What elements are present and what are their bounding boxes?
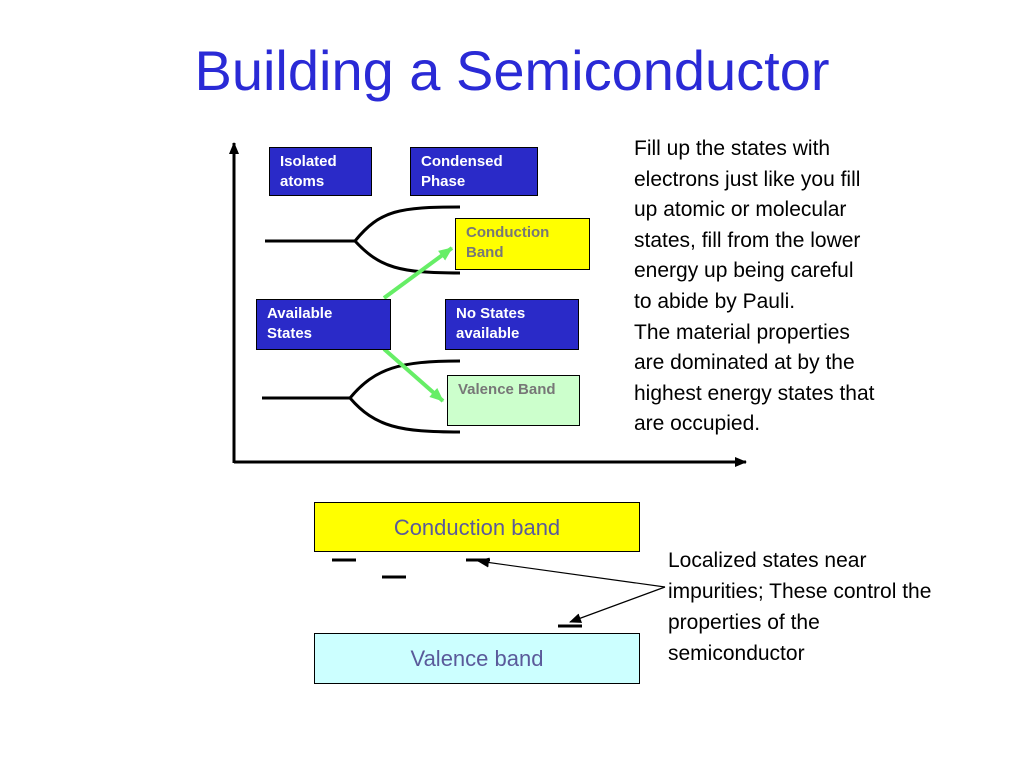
explanation-line: energy up being careful xyxy=(634,259,854,283)
explanation-line: The material properties xyxy=(634,320,850,344)
isolated-atoms-box: Isolated atoms xyxy=(269,147,372,196)
impurity-note: Localized states near impurities; These … xyxy=(668,549,932,665)
conduction-band-box: Conduction Band xyxy=(455,218,590,270)
lower-band-split-top xyxy=(348,359,461,399)
arrow-to-conduction xyxy=(382,246,454,300)
upper-band-split-top xyxy=(353,205,461,242)
note-pointer-upper xyxy=(477,557,666,588)
explanation-line: up atomic or molecular xyxy=(634,198,847,222)
explanation-line: electrons just like you fill xyxy=(634,167,861,191)
explanation-line: states, fill from the lower xyxy=(634,228,861,252)
explanation-line: to abide by Pauli. xyxy=(634,289,796,313)
lower-band-split-bottom xyxy=(348,397,461,434)
explanation-line: are dominated at by the xyxy=(634,351,855,375)
explanation-text: Fill up the states with electrons just l… xyxy=(634,134,934,440)
upper-band-split-bottom xyxy=(353,239,461,275)
no-states-box: No States available xyxy=(445,299,579,350)
available-states-box: Available States xyxy=(256,299,391,350)
valence-band-box: Valence Band xyxy=(447,375,580,426)
explanation-line: are occupied. xyxy=(634,412,761,436)
slide-title: Building a Semiconductor xyxy=(194,39,830,102)
arrow-to-valence xyxy=(382,347,445,403)
explanation-line: highest energy states that xyxy=(634,381,875,405)
explanation-line: Fill up the states with xyxy=(634,137,831,160)
note-pointer-lower xyxy=(569,586,666,623)
conduction-band-bar: Conduction band xyxy=(314,502,640,552)
condensed-phase-box: Condensed Phase xyxy=(410,147,538,196)
valence-band-bar: Valence band xyxy=(314,633,640,684)
